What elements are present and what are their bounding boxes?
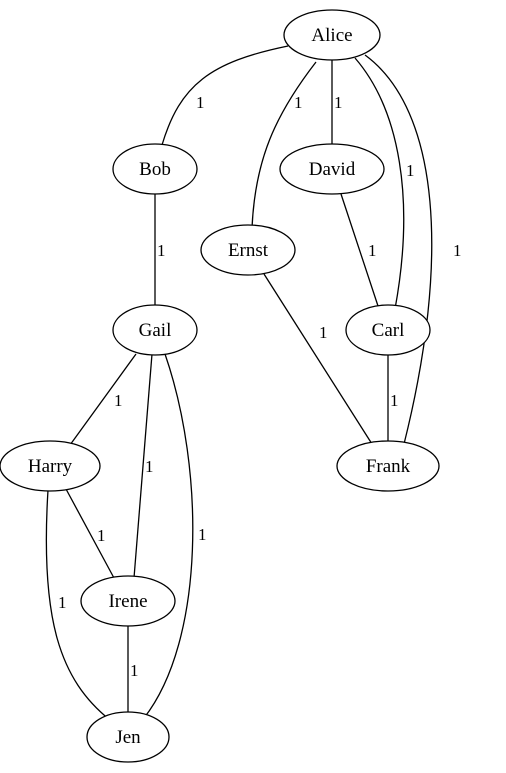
edge-alice-carl — [354, 57, 405, 310]
node-bob: Bob — [112, 143, 198, 195]
edge-label-alice-david: 1 — [334, 93, 343, 112]
node-gail: Gail — [112, 304, 198, 356]
node-harry: Harry — [0, 440, 101, 492]
node-label-alice: Alice — [311, 25, 352, 46]
node-label-harry: Harry — [28, 456, 73, 477]
edge-label-alice-frank: 1 — [453, 241, 462, 260]
edge-label-harry-jen: 1 — [58, 593, 67, 612]
node-label-ernst: Ernst — [228, 240, 269, 261]
edge-ernst-frank — [263, 273, 373, 445]
node-alice: Alice — [283, 9, 381, 61]
edge-label-david-carl: 1 — [368, 241, 377, 260]
node-label-david: David — [309, 159, 356, 180]
edge-gail-jen — [143, 353, 194, 719]
node-label-frank: Frank — [366, 456, 411, 477]
node-carl: Carl — [345, 304, 431, 356]
edge-label-bob-gail: 1 — [157, 241, 166, 260]
edge-alice-frank — [364, 54, 433, 445]
node-jen: Jen — [86, 711, 170, 763]
edge-label-irene-jen: 1 — [130, 661, 139, 680]
edge-label-ernst-frank: 1 — [319, 323, 328, 342]
edge-label-carl-frank: 1 — [390, 391, 399, 410]
edge-label-alice-bob: 1 — [196, 93, 205, 112]
edge-label-harry-irene: 1 — [97, 526, 106, 545]
edge-alice-ernst — [251, 61, 317, 229]
edge-alice-bob — [161, 45, 289, 146]
edge-label-gail-irene: 1 — [145, 457, 154, 476]
edge-gail-harry — [69, 353, 137, 446]
edge-harry-irene — [65, 488, 115, 579]
edge-label-gail-jen: 1 — [198, 525, 207, 544]
node-label-bob: Bob — [139, 159, 171, 180]
node-label-carl: Carl — [372, 320, 405, 341]
edge-label-alice-carl: 1 — [406, 161, 415, 180]
node-irene: Irene — [80, 575, 176, 627]
edge-label-alice-ernst: 1 — [294, 93, 303, 112]
node-label-irene: Irene — [108, 591, 147, 612]
node-ernst: Ernst — [200, 224, 296, 276]
edge-gail-irene — [133, 353, 153, 579]
node-david: David — [279, 143, 385, 195]
edge-david-carl — [340, 193, 380, 310]
node-label-gail: Gail — [139, 320, 172, 341]
node-frank: Frank — [336, 440, 440, 492]
edge-label-gail-harry: 1 — [114, 391, 123, 410]
edges: 1 1 1 1 1 1 1 1 1 1 1 1 1 1 1 — [45, 45, 462, 721]
nodes: Alice Bob David Ernst Carl Gail Frank H — [0, 9, 440, 763]
edge-harry-jen — [45, 489, 111, 721]
node-label-jen: Jen — [115, 727, 141, 748]
